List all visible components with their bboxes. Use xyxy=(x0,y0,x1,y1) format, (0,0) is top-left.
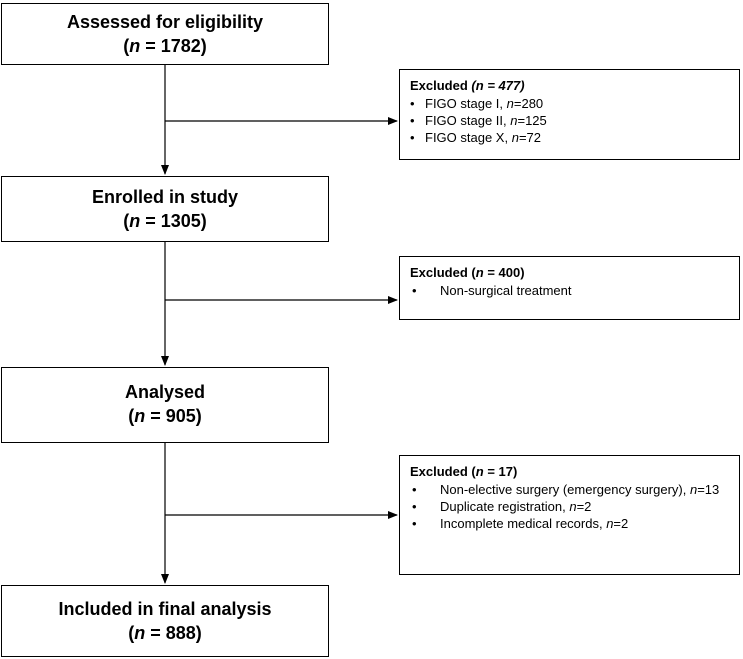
exclusion-heading: Excluded (n = 17) xyxy=(410,464,518,479)
n-symbol: n xyxy=(134,623,146,643)
exclusion-item: FIGO stage X, n=72 xyxy=(410,129,733,146)
stage-box-enrolled: Enrolled in study (n = 1305) xyxy=(1,176,329,242)
stage-title: Assessed for eligibility xyxy=(66,12,264,32)
n-value: = 888 xyxy=(145,623,196,643)
exclusion-box-3: Excluded (n = 17) Non-elective surgery (… xyxy=(399,455,740,575)
exclusion-item: Duplicate registration, n=2 xyxy=(410,498,733,515)
exclusion-item: FIGO stage I, n=280 xyxy=(410,95,733,112)
n-symbol: n xyxy=(475,464,484,479)
stage-title: Enrolled in study xyxy=(91,187,238,207)
stage-box-assessed: Assessed for eligibility (n = 1782) xyxy=(1,3,329,65)
stage-box-final-analysis: Included in final analysis (n = 888) xyxy=(1,585,329,657)
n-symbol: n xyxy=(606,516,614,531)
exclusion-box-1: Excluded (n = 477) FIGO stage I, n=280 F… xyxy=(399,69,740,160)
n-symbol: n xyxy=(475,78,484,93)
n-symbol: n xyxy=(506,96,514,111)
n-symbol: n xyxy=(475,265,484,280)
exclusion-item: Incomplete medical records, n=2 xyxy=(410,515,733,532)
n-value: = 1305 xyxy=(140,211,201,231)
n-value: = 17 xyxy=(483,464,513,479)
n-value: = 400 xyxy=(483,265,521,280)
stage-count: (n = 1782) xyxy=(123,36,207,56)
exclusion-heading: Excluded (n = 400) xyxy=(410,265,525,280)
stage-count: (n = 888) xyxy=(128,623,202,643)
stage-count: (n = 1305) xyxy=(123,211,207,231)
n-symbol: n xyxy=(129,36,141,56)
n-symbol: n xyxy=(510,113,518,128)
exclusion-item: Non-elective surgery (emergency surgery)… xyxy=(410,481,733,498)
n-symbol: n xyxy=(689,482,698,497)
n-symbol: n xyxy=(134,406,146,426)
n-symbol: n xyxy=(569,499,577,514)
n-symbol: n xyxy=(511,130,519,145)
exclusion-item: Non-surgical treatment xyxy=(410,282,733,299)
n-value: = 1782 xyxy=(140,36,201,56)
n-symbol: n xyxy=(129,211,141,231)
n-value: = 905 xyxy=(145,406,196,426)
stage-count: (n = 905) xyxy=(128,406,202,426)
n-value: = 477 xyxy=(483,78,521,93)
stage-title: Included in final analysis xyxy=(58,599,272,619)
exclusion-box-2: Excluded (n = 400) Non-surgical treatmen… xyxy=(399,256,740,320)
exclusion-heading: Excluded (n = 477) xyxy=(410,78,525,93)
stage-box-analysed: Analysed (n = 905) xyxy=(1,367,329,443)
stage-title: Analysed xyxy=(124,382,206,402)
exclusion-item: FIGO stage II, n=125 xyxy=(410,112,733,129)
